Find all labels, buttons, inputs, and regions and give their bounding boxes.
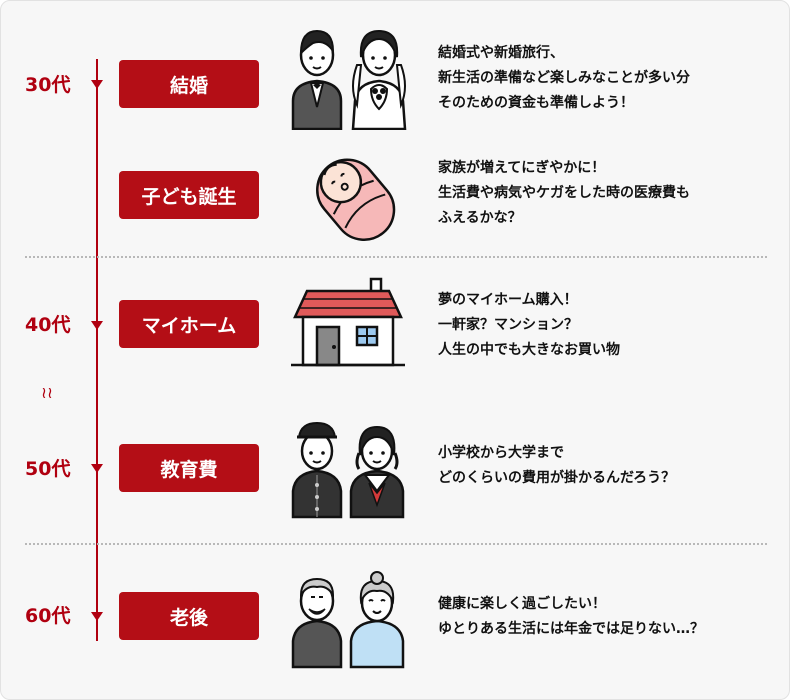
event-retirement: 老後 [119,592,259,640]
house-icon [291,277,405,373]
divider [25,543,767,545]
baby-icon [307,151,403,251]
timeline-arrow-30 [91,80,103,89]
event-child-birth-description: 家族が増えてにぎやかに！ 生活費や病気やケガをした時の医療費も ふえるかな？ [438,160,690,226]
timeline-arrow-60 [91,612,103,621]
event-my-home: マイホーム [119,300,259,348]
event-retirement-description: 健康に楽しく過ごしたい！ ゆとりある生活には年金では足りない…？ [438,596,704,637]
timeline-line [96,59,98,641]
event-education-description: 小学校から大学まで どのくらいの費用が掛かるんだろう？ [438,445,676,486]
event-child-birth: 子ども誕生 [119,171,259,219]
age-label-60: 60代 [25,605,71,627]
timeline-arrow-50 [91,464,103,473]
event-marriage: 結婚 [119,60,259,108]
age-label-40: 40代 [25,314,71,336]
event-marriage-description: 結婚式や新婚旅行、 新生活の準備など楽しみなことが多い分 そのための資金も準備し… [438,45,690,111]
age-label-50: 50代 [25,458,71,480]
age-label-30: 30代 [25,74,71,96]
range-squiggle: ≀≀ [41,383,53,402]
event-my-home-description: 夢のマイホーム購入！ 一軒家？マンション？ 人生の中でも大きなお買い物 [438,292,620,358]
timeline-arrow-40 [91,321,103,330]
elderly-couple-icon [289,569,409,673]
event-education: 教育費 [119,444,259,492]
wedding-couple-icon [287,25,412,134]
students-icon [289,419,409,523]
divider [25,256,767,258]
